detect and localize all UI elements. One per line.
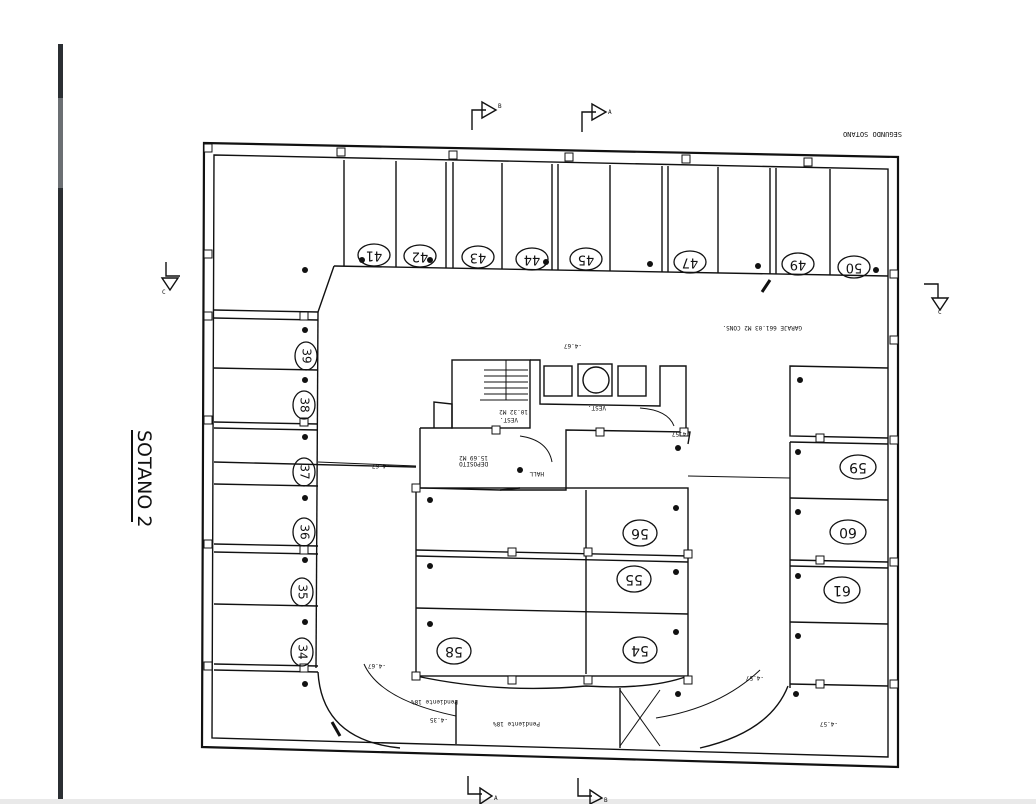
vest-label-2: VEST. <box>500 416 518 423</box>
small-area-2: 15.69 M2 <box>459 454 488 461</box>
level-2: -4.67 <box>372 462 390 469</box>
space-35: 35 <box>296 584 310 599</box>
ramp-curve-right <box>699 685 789 749</box>
elevator-shaft-left <box>543 365 573 397</box>
space-58: 58 <box>445 643 463 659</box>
space-44: 44 <box>524 252 541 267</box>
deposito-label: DEPOSITO <box>459 460 488 467</box>
section-marker-a-bottom: A <box>494 795 498 802</box>
section-marker-c-left: C <box>162 289 166 296</box>
stair-core <box>451 359 531 429</box>
right-stall-dividers <box>789 441 889 687</box>
space-50: 50 <box>846 260 863 275</box>
space-45: 45 <box>578 252 595 267</box>
pendiente-1: Pendiente 18% <box>493 720 540 727</box>
level-7: -4.57 <box>672 430 690 437</box>
hall-walls <box>500 429 691 491</box>
light-fixtures <box>302 257 879 697</box>
level-1: -4.67 <box>564 342 582 349</box>
vest-label-1: VEST. <box>588 404 606 411</box>
space-43: 43 <box>470 250 487 265</box>
small-area-1: 10.32 M2 <box>499 408 528 415</box>
level-5: -4.57 <box>820 720 838 727</box>
inner-wall <box>211 154 889 758</box>
section-markers <box>160 100 950 804</box>
lift-circle <box>582 366 610 394</box>
deposito-top <box>420 401 453 429</box>
section-marker-a-top: A <box>608 109 612 116</box>
space-55: 55 <box>625 571 643 587</box>
section-marker-b-top: B <box>498 103 502 110</box>
hall-door-swing <box>519 435 553 463</box>
space-41: 41 <box>366 248 383 263</box>
elevator-shaft-mid <box>577 363 613 397</box>
space-54: 54 <box>631 642 649 658</box>
deposito-walls <box>419 428 521 491</box>
level-6: -4.35 <box>430 716 448 723</box>
handwritten-title: SOTANO 2 <box>133 430 155 527</box>
ramp-curve-left <box>317 671 401 749</box>
top-stall-dividers <box>343 160 831 275</box>
area-total-label: GARAJE 661.03 M2 CONS. <box>723 324 802 331</box>
space-56: 56 <box>631 525 649 541</box>
section-marker-c-right: C <box>938 309 942 316</box>
section-marker-b-bottom: B <box>604 797 608 804</box>
scrollbar-thumb[interactable] <box>58 98 63 188</box>
pendiente-2: Pendiente 18% <box>411 698 458 705</box>
viewer-scrollbar[interactable] <box>58 44 63 804</box>
right-room-top <box>789 365 889 439</box>
outer-wall <box>200 141 900 769</box>
stair-treads <box>480 360 528 401</box>
space-34: 34 <box>296 644 310 659</box>
level-4: -4.57 <box>746 674 764 681</box>
vest-door-swing <box>639 407 675 427</box>
center-block <box>415 487 689 677</box>
space-49: 49 <box>790 257 807 272</box>
space-number-circles <box>290 243 877 667</box>
top-left-room <box>213 265 335 313</box>
level-3: -4.67 <box>368 662 386 669</box>
sheet-title: SEGUNDO SOTANO <box>843 130 902 138</box>
structural-columns <box>203 143 899 689</box>
viewer-bottom-edge <box>0 799 1036 804</box>
core-walls <box>530 359 687 428</box>
space-38: 38 <box>298 397 312 412</box>
space-37: 37 <box>298 464 312 479</box>
space-61: 61 <box>833 582 851 598</box>
ramp-curve-left-inner <box>363 663 457 717</box>
hall-label: HALL <box>529 470 544 477</box>
space-36: 36 <box>298 524 312 539</box>
space-59: 59 <box>849 459 867 475</box>
ramp-curve-right-inner <box>655 669 761 719</box>
left-stall-dividers <box>213 317 417 673</box>
elevator-shaft-right <box>617 365 647 397</box>
space-39: 39 <box>300 348 314 363</box>
space-47: 47 <box>682 255 699 270</box>
center-block-bottom-curve <box>415 675 689 690</box>
space-42: 42 <box>412 249 429 264</box>
space-60: 60 <box>839 524 857 540</box>
